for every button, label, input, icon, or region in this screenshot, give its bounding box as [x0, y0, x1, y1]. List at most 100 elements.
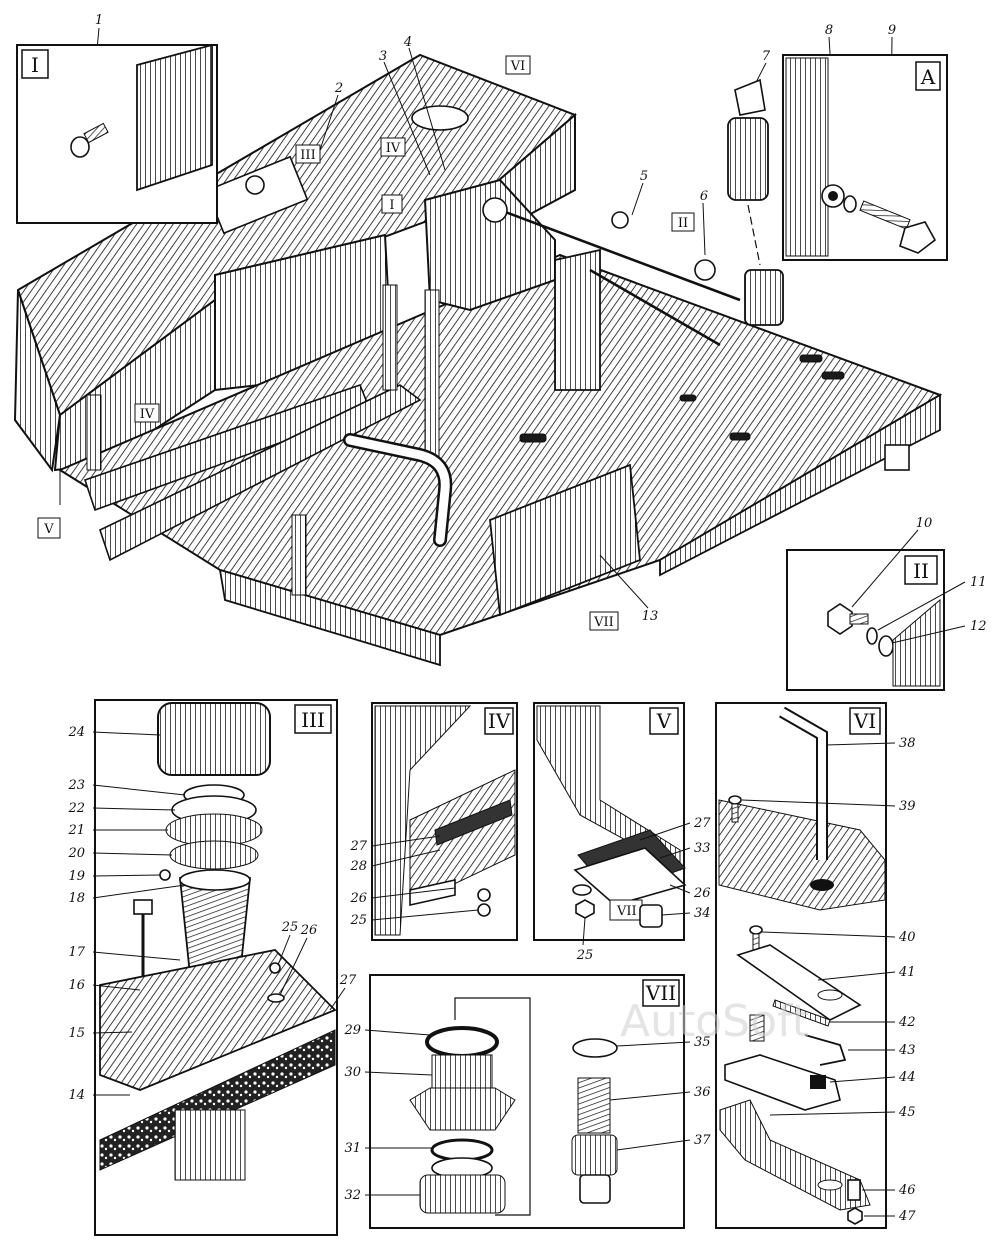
- inset-V: V VII 27 33 26 34 25: [533, 702, 711, 963]
- bolt-10: [827, 603, 869, 635]
- inset-III: III: [67, 699, 357, 1236]
- spring-36: [577, 1077, 611, 1134]
- callout-13: 13: [642, 609, 659, 624]
- callout-14: 14: [68, 1088, 85, 1103]
- inset-IV: IV 27 28 26 25: [349, 702, 518, 941]
- plate-cap: [245, 175, 265, 195]
- callout-25-IV: 25: [349, 913, 367, 928]
- washer-26: [267, 993, 285, 1003]
- tag-V: V: [43, 522, 54, 537]
- callout-37: 37: [694, 1133, 711, 1148]
- callout-11: 11: [970, 575, 987, 590]
- tower-side-plate: [554, 248, 601, 391]
- bushing: [749, 1014, 765, 1042]
- gasket-27: [99, 1029, 336, 1171]
- sleeve-body: [744, 269, 784, 326]
- callout-27-IV: 27: [349, 839, 367, 854]
- inset-title-VI: VI: [853, 709, 876, 733]
- callout-15: 15: [68, 1026, 85, 1041]
- callout-12: 12: [970, 619, 987, 634]
- seat-bracket: [489, 463, 641, 617]
- platform-edge-front: [218, 568, 441, 667]
- slot: [729, 432, 751, 441]
- pivot-hub-3: [694, 259, 716, 281]
- callout-23: 23: [67, 778, 85, 793]
- post-front: [86, 394, 102, 471]
- ring-31: [430, 1138, 494, 1162]
- nut-32: [419, 1157, 506, 1214]
- callout-39: 39: [899, 799, 916, 814]
- tag-VI: VI: [510, 59, 526, 74]
- callout-36: 36: [694, 1085, 711, 1100]
- nut-47: [847, 1207, 863, 1225]
- screw-40: [749, 925, 763, 955]
- nut-19: [159, 869, 171, 881]
- lever-arm: [589, 268, 721, 347]
- callout-6: 6: [700, 189, 708, 204]
- callout-43: 43: [898, 1043, 916, 1058]
- callout-35: 35: [694, 1035, 711, 1050]
- bracket-44: [724, 1054, 841, 1111]
- callout-9: 9: [888, 23, 896, 38]
- callout-33: 33: [694, 841, 711, 856]
- tag-III: III: [300, 148, 315, 163]
- strip-28: [434, 799, 513, 846]
- callout-4: 4: [403, 35, 412, 50]
- nut-25-IV: [477, 888, 491, 902]
- bolt-1: [70, 122, 109, 158]
- main-frame-view: [13, 53, 943, 667]
- cap-24: [157, 702, 271, 776]
- callout-38: 38: [899, 736, 916, 751]
- washer-V: [572, 884, 592, 896]
- callout-8: 8: [825, 23, 833, 38]
- main-view-tags: III IV I VI II IV V VII: [37, 55, 695, 631]
- callout-31: 31: [344, 1141, 361, 1156]
- callout-19: 19: [68, 869, 85, 884]
- pin-46: [847, 1179, 861, 1201]
- clip-43: [804, 1034, 847, 1066]
- callout-34: 34: [694, 906, 711, 921]
- cab-front-face: [13, 289, 62, 473]
- callout-20: 20: [67, 846, 85, 861]
- tag-IV-top: IV: [386, 141, 401, 156]
- inset-II: II 10 11 12: [786, 516, 987, 691]
- washer-8: [843, 195, 857, 213]
- main-callouts: 1 2 3 4 5 6 7 8 9 13: [95, 13, 896, 624]
- wall-IV: [374, 705, 472, 936]
- callout-32: 32: [344, 1188, 361, 1203]
- rail-IV: [409, 769, 516, 906]
- callout-10: 10: [916, 516, 933, 531]
- fitting-30: [409, 1054, 516, 1131]
- base-plate-14: [99, 949, 337, 1091]
- floor-VI: [718, 799, 886, 911]
- lower-cylinder: [174, 1109, 246, 1181]
- ring-20: [169, 840, 259, 870]
- nut-25: [269, 962, 281, 974]
- callout-3: 3: [379, 49, 387, 64]
- inset-title-VII: VII: [645, 981, 676, 1005]
- inset-A: A: [782, 54, 948, 261]
- screw-39: [728, 795, 742, 823]
- callout-46: 46: [898, 1183, 916, 1198]
- bolt-9: [859, 200, 911, 230]
- longitudinal-member: [99, 384, 422, 562]
- pivot-hub-2: [611, 211, 629, 229]
- callout-26-III: 26: [300, 923, 318, 938]
- callout-42: 42: [898, 1015, 916, 1030]
- callout-5: 5: [640, 169, 648, 184]
- washer-12: [878, 635, 894, 657]
- callout-45: 45: [898, 1105, 916, 1120]
- ring-29: [425, 1026, 499, 1058]
- callout-26-V: 26: [693, 886, 711, 901]
- inset-title-V: V: [656, 709, 672, 733]
- inset-I: I: [16, 43, 218, 224]
- callout-25-III: 25: [281, 920, 299, 935]
- part-7-sleeve: [727, 78, 769, 266]
- beam-section: [785, 57, 829, 257]
- callout-27-III: 27: [339, 973, 357, 988]
- callout-30: 30: [344, 1065, 361, 1080]
- inset-title-A: A: [920, 65, 936, 89]
- callout-26-IV: 26: [349, 891, 367, 906]
- nut-25-V: [575, 899, 595, 919]
- callout-47: 47: [898, 1209, 916, 1224]
